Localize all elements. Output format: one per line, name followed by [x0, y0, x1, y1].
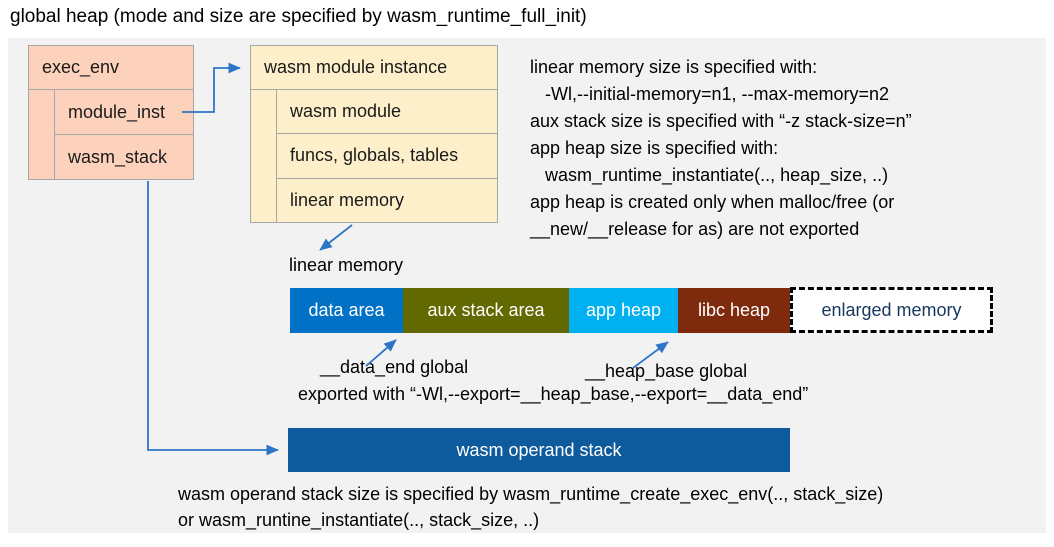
module-instance-row-funcs-globals-tables: funcs, globals, tables — [277, 134, 497, 179]
segment-data-area: data area — [290, 288, 403, 333]
module-instance-rows: wasm module funcs, globals, tables linea… — [276, 90, 497, 222]
note-line: __new/__release for as) are not exported — [530, 219, 860, 239]
heap-base-global-label: __heap_base global — [585, 361, 748, 381]
module-instance-box: wasm module instance wasm module funcs, … — [250, 45, 498, 223]
note-line: -Wl,--initial-memory=n1, --max-memory=n2 — [530, 84, 890, 104]
note-line: app heap is created only when malloc/fre… — [530, 192, 895, 212]
diagram-title: global heap (mode and size are specified… — [10, 6, 587, 27]
footer-line: wasm operand stack size is specified by … — [178, 484, 884, 504]
exec-env-title: exec_env — [29, 46, 193, 90]
note-line: linear memory size is specified with: — [530, 57, 818, 77]
module-instance-title: wasm module instance — [251, 46, 497, 90]
footer-block: wasm operand stack size is specified by … — [178, 481, 883, 533]
footer-line: or wasm_runtine_instantiate(.., stack_si… — [178, 510, 540, 530]
exec-env-row-wasm-stack: wasm_stack — [68, 146, 168, 167]
module-instance-row-linear-memory: linear memory — [290, 189, 405, 210]
segment-enlarged-memory: enlarged memory — [790, 287, 993, 333]
exec-env-box: exec_env module_inst wasm_stack — [28, 45, 194, 180]
note-line: wasm_runtime_instantiate(.., heap_size, … — [530, 165, 889, 185]
note-line: aux stack size is specified with “-z sta… — [530, 111, 912, 131]
segment-libc-heap: libc heap — [678, 288, 790, 333]
exec-env-rows: module_inst wasm_stack — [54, 90, 193, 179]
linear-memory-label: linear memory — [289, 255, 404, 275]
segment-aux-stack-area: aux stack area — [403, 288, 569, 333]
notes-block: linear memory size is specified with: -W… — [530, 54, 912, 243]
wasm-operand-stack-label: wasm operand stack — [456, 439, 622, 460]
wasm-operand-stack-bar: wasm operand stack — [288, 428, 790, 472]
data-end-global-label: __data_end global — [320, 357, 469, 377]
module-instance-row-wasm-module: wasm module — [277, 90, 497, 135]
exec-env-row-module-inst: module_inst — [55, 90, 193, 135]
note-line: app heap size is specified with: — [530, 138, 779, 158]
exported-with-label: exported with “-Wl,--export=__heap_base,… — [298, 384, 809, 404]
segment-app-heap: app heap — [569, 288, 678, 333]
